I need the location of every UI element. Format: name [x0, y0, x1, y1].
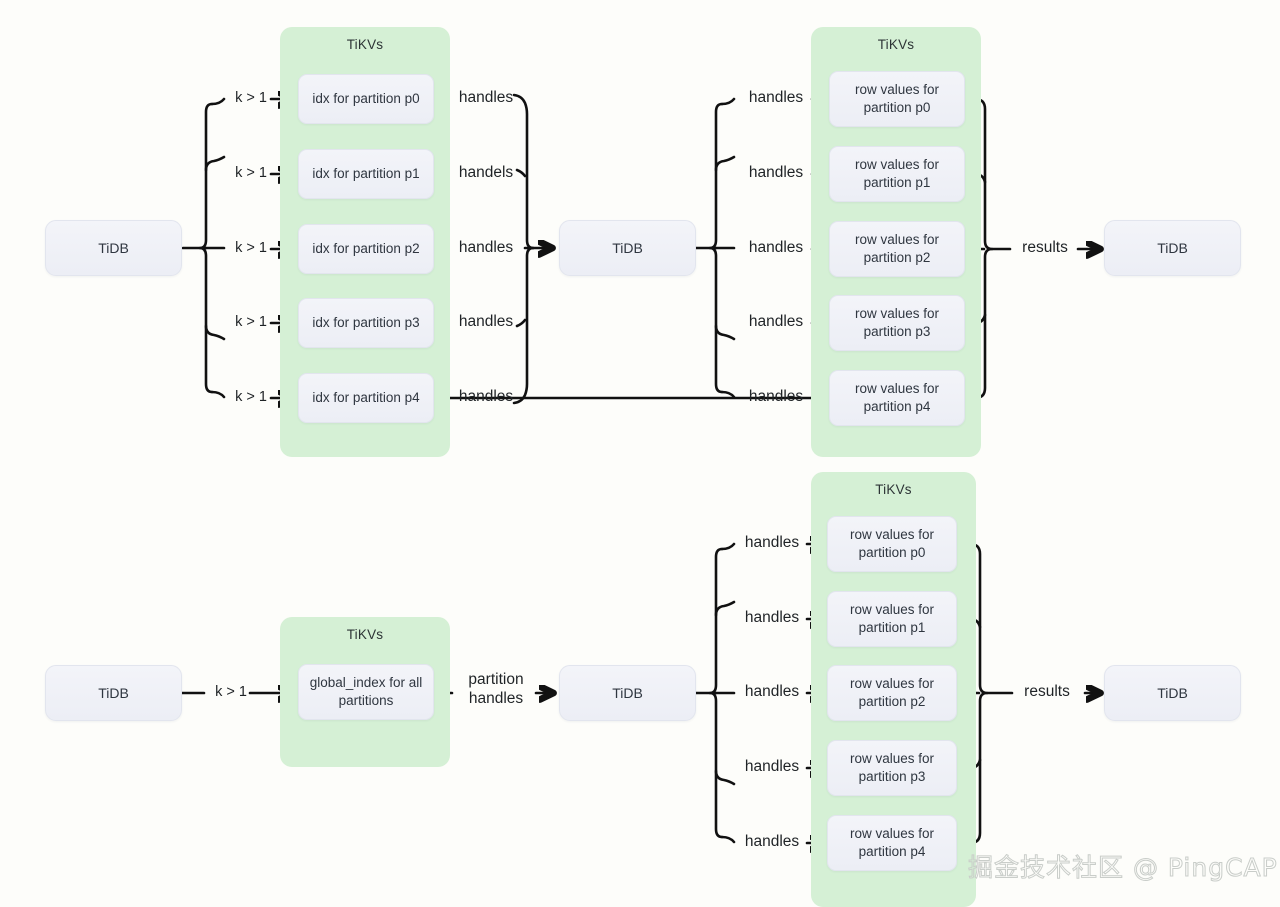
- box-label: row values for partition p3: [854, 305, 940, 339]
- fanout-label-2: k > 1: [235, 240, 267, 256]
- index-out-label-4: handles: [458, 388, 514, 405]
- node-label: TiDB: [98, 684, 129, 701]
- index-out-label-3: handles: [458, 313, 514, 330]
- panel-title: TiKVs: [346, 627, 384, 642]
- rowfetch-label-4: handles: [748, 388, 804, 405]
- box-label: row values for partition p3: [849, 750, 935, 784]
- fanout-label-3: k > 1: [235, 314, 267, 330]
- idx-box-p2[interactable]: idx for partition p2: [298, 224, 434, 274]
- fanout-label-1: k > 1: [235, 165, 267, 181]
- merge-label-top: results: [1022, 239, 1068, 256]
- idx-box-p3[interactable]: idx for partition p3: [298, 298, 434, 348]
- idx-box-p0[interactable]: idx for partition p0: [298, 74, 434, 124]
- rowfetch-label-b0: handles: [744, 534, 800, 551]
- box-label: row values for partition p2: [854, 231, 940, 265]
- rowfetch-label-3: handles: [748, 313, 804, 330]
- watermark: 掘金技术社区 @ PingCAP: [968, 853, 1278, 883]
- fanout-label-4: k > 1: [235, 389, 267, 405]
- box-label: row values for partition p2: [849, 675, 935, 709]
- rowfetch-label-1: handles: [748, 164, 804, 181]
- tidb-source-node-bottom[interactable]: TiDB: [45, 665, 182, 721]
- tidb-sink-node-bottom[interactable]: TiDB: [1104, 665, 1241, 721]
- tidb-sink-node-top[interactable]: TiDB: [1104, 220, 1241, 276]
- rowvalues-box-b-p1[interactable]: row values for partition p1: [827, 591, 957, 647]
- box-label: row values for partition p1: [854, 156, 940, 190]
- index-out-label-1: handels: [458, 164, 514, 181]
- box-label: row values for partition p0: [854, 81, 940, 115]
- box-label: idx for partition p3: [312, 314, 420, 330]
- tidb-source-node-top[interactable]: TiDB: [45, 220, 182, 276]
- rowvalues-box-p1[interactable]: row values for partition p1: [829, 146, 965, 202]
- box-label: global_index for all partitions: [309, 674, 423, 708]
- tidb-middle-node-top[interactable]: TiDB: [559, 220, 696, 276]
- node-label: TiDB: [1157, 239, 1188, 256]
- node-label: TiDB: [98, 239, 129, 256]
- panel-title: TiKVs: [346, 37, 384, 52]
- node-label: TiDB: [612, 684, 643, 701]
- idx-box-p4[interactable]: idx for partition p4: [298, 373, 434, 423]
- box-label: idx for partition p0: [312, 90, 420, 106]
- index-out-label-0: handles: [458, 89, 514, 106]
- global-lookup-label: k > 1: [215, 684, 247, 700]
- rowvalues-box-p0[interactable]: row values for partition p0: [829, 71, 965, 127]
- box-label: row values for partition p4: [854, 380, 940, 414]
- global-index-out-label: partition handles: [468, 671, 524, 708]
- index-out-label-2: handles: [458, 239, 514, 256]
- rowfetch-label-b4: handles: [744, 833, 800, 850]
- box-label: idx for partition p1: [312, 165, 420, 181]
- rowfetch-label-0: handles: [748, 89, 804, 106]
- rowvalues-box-p4[interactable]: row values for partition p4: [829, 370, 965, 426]
- rowvalues-box-b-p4[interactable]: row values for partition p4: [827, 815, 957, 871]
- merge-label-bottom: results: [1024, 683, 1070, 700]
- rowfetch-label-b2: handles: [744, 683, 800, 700]
- node-label: TiDB: [612, 239, 643, 256]
- tidb-middle-node-bottom[interactable]: TiDB: [559, 665, 696, 721]
- box-label: row values for partition p0: [849, 526, 935, 560]
- box-label: row values for partition p4: [849, 825, 935, 859]
- rowfetch-label-b1: handles: [744, 609, 800, 626]
- box-label: idx for partition p2: [312, 240, 420, 256]
- panel-title: TiKVs: [875, 482, 912, 497]
- rowvalues-box-p2[interactable]: row values for partition p2: [829, 221, 965, 277]
- rowvalues-box-b-p3[interactable]: row values for partition p3: [827, 740, 957, 796]
- rowfetch-label-2: handles: [748, 239, 804, 256]
- global-index-box[interactable]: global_index for all partitions: [298, 664, 434, 720]
- box-label: row values for partition p1: [849, 601, 935, 635]
- rowvalues-box-b-p2[interactable]: row values for partition p2: [827, 665, 957, 721]
- node-label: TiDB: [1157, 684, 1188, 701]
- rowvalues-box-p3[interactable]: row values for partition p3: [829, 295, 965, 351]
- fanout-label-0: k > 1: [235, 90, 267, 106]
- rowvalues-box-b-p0[interactable]: row values for partition p0: [827, 516, 957, 572]
- idx-box-p1[interactable]: idx for partition p1: [298, 149, 434, 199]
- rowfetch-label-b3: handles: [744, 758, 800, 775]
- box-label: idx for partition p4: [312, 389, 420, 405]
- panel-title: TiKVs: [877, 37, 915, 52]
